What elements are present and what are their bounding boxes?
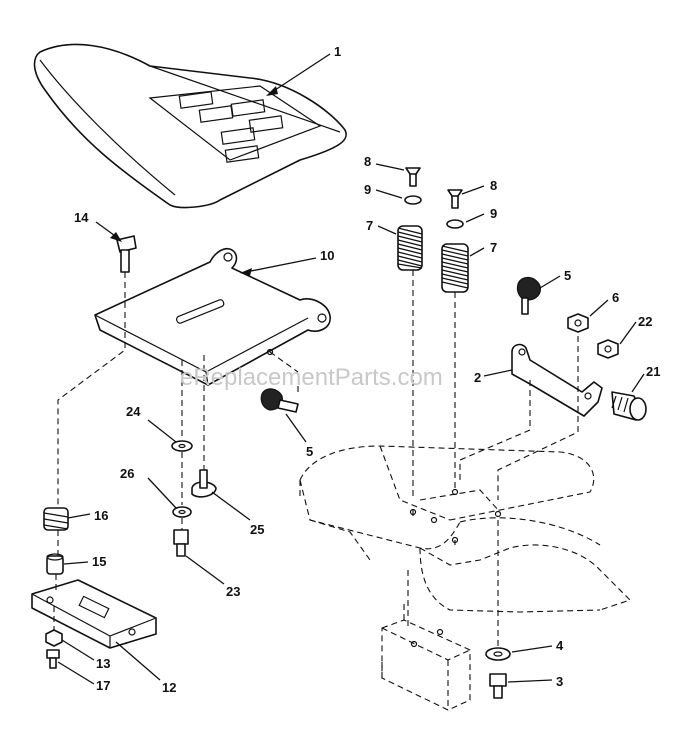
callout-spring-left: 7: [366, 218, 373, 233]
callout-slide-plate: 12: [162, 680, 176, 695]
callout-knob-21: 21: [646, 364, 660, 379]
callout-seat: 1: [334, 44, 341, 59]
seat-part: [33, 43, 347, 209]
callout-nut-22: 22: [638, 314, 652, 329]
callout-knob-lower: 5: [306, 444, 313, 459]
bolt-14-part: [116, 235, 137, 273]
callout-bolt-17: 17: [96, 678, 110, 693]
callout-bolt-14: 14: [74, 210, 89, 225]
callout-nut-13: 13: [96, 656, 110, 671]
knob-upper-part: [516, 276, 541, 315]
washer-4-part: [485, 647, 511, 661]
callout-washer-26: 26: [120, 466, 134, 481]
nut-13-part: [45, 629, 63, 647]
slide-plate-part: [31, 579, 157, 649]
callout-nut-6: 6: [612, 290, 619, 305]
assembly-lines: [53, 270, 579, 650]
callout-spacer-15: 15: [92, 554, 106, 569]
leader-lines: [57, 53, 645, 685]
bolt-23-part: [173, 529, 189, 557]
spring-left-part: [397, 225, 423, 271]
bolt-17-part: [46, 649, 60, 669]
callout-washer-bottom: 4: [556, 638, 564, 653]
callout-washer-24: 24: [126, 404, 141, 419]
washer-right-part: [446, 219, 464, 229]
callout-washer-left: 9: [364, 182, 371, 197]
callout-bolt-25: 25: [250, 522, 264, 537]
spring-16-part: [43, 507, 69, 531]
washer-left-part: [404, 195, 422, 205]
callout-bolt-bottom: 3: [556, 674, 563, 689]
nut-22-part: [597, 339, 619, 359]
washer-26-part: [172, 506, 192, 518]
knob-lower-part: [260, 388, 299, 413]
frame-bracket-outline: [381, 600, 471, 711]
pin-left-part: [405, 167, 421, 187]
callout-bracket-left: 2: [474, 370, 481, 385]
callout-pin-left: 8: [364, 154, 371, 169]
callout-spring-16: 16: [94, 508, 108, 523]
callout-seat-pan: 10: [320, 248, 334, 263]
callout-spring-right: 7: [490, 240, 497, 255]
spacer-15-part: [46, 553, 64, 575]
callout-pin-right: 8: [490, 178, 497, 193]
nut-6-part: [567, 313, 589, 333]
callout-washer-right: 9: [490, 206, 497, 221]
watermark-text: eReplacementParts.com: [180, 364, 443, 391]
callout-labels: 1 10 14 8 9 7 8 9 7 5 6 22 21 2 5 24 26 …: [74, 44, 660, 695]
callout-bolt-23: 23: [226, 584, 240, 599]
washer-24-part: [171, 440, 193, 452]
bracket-2-part: [511, 343, 603, 417]
callout-knob-upper: 5: [564, 268, 571, 283]
seat-pan-part: [94, 247, 331, 386]
bolt-3-part: [489, 673, 507, 699]
pin-right-part: [447, 189, 463, 209]
spring-right-part: [441, 243, 469, 293]
knob-21-part: [611, 391, 647, 421]
fender-outline: [299, 445, 632, 613]
